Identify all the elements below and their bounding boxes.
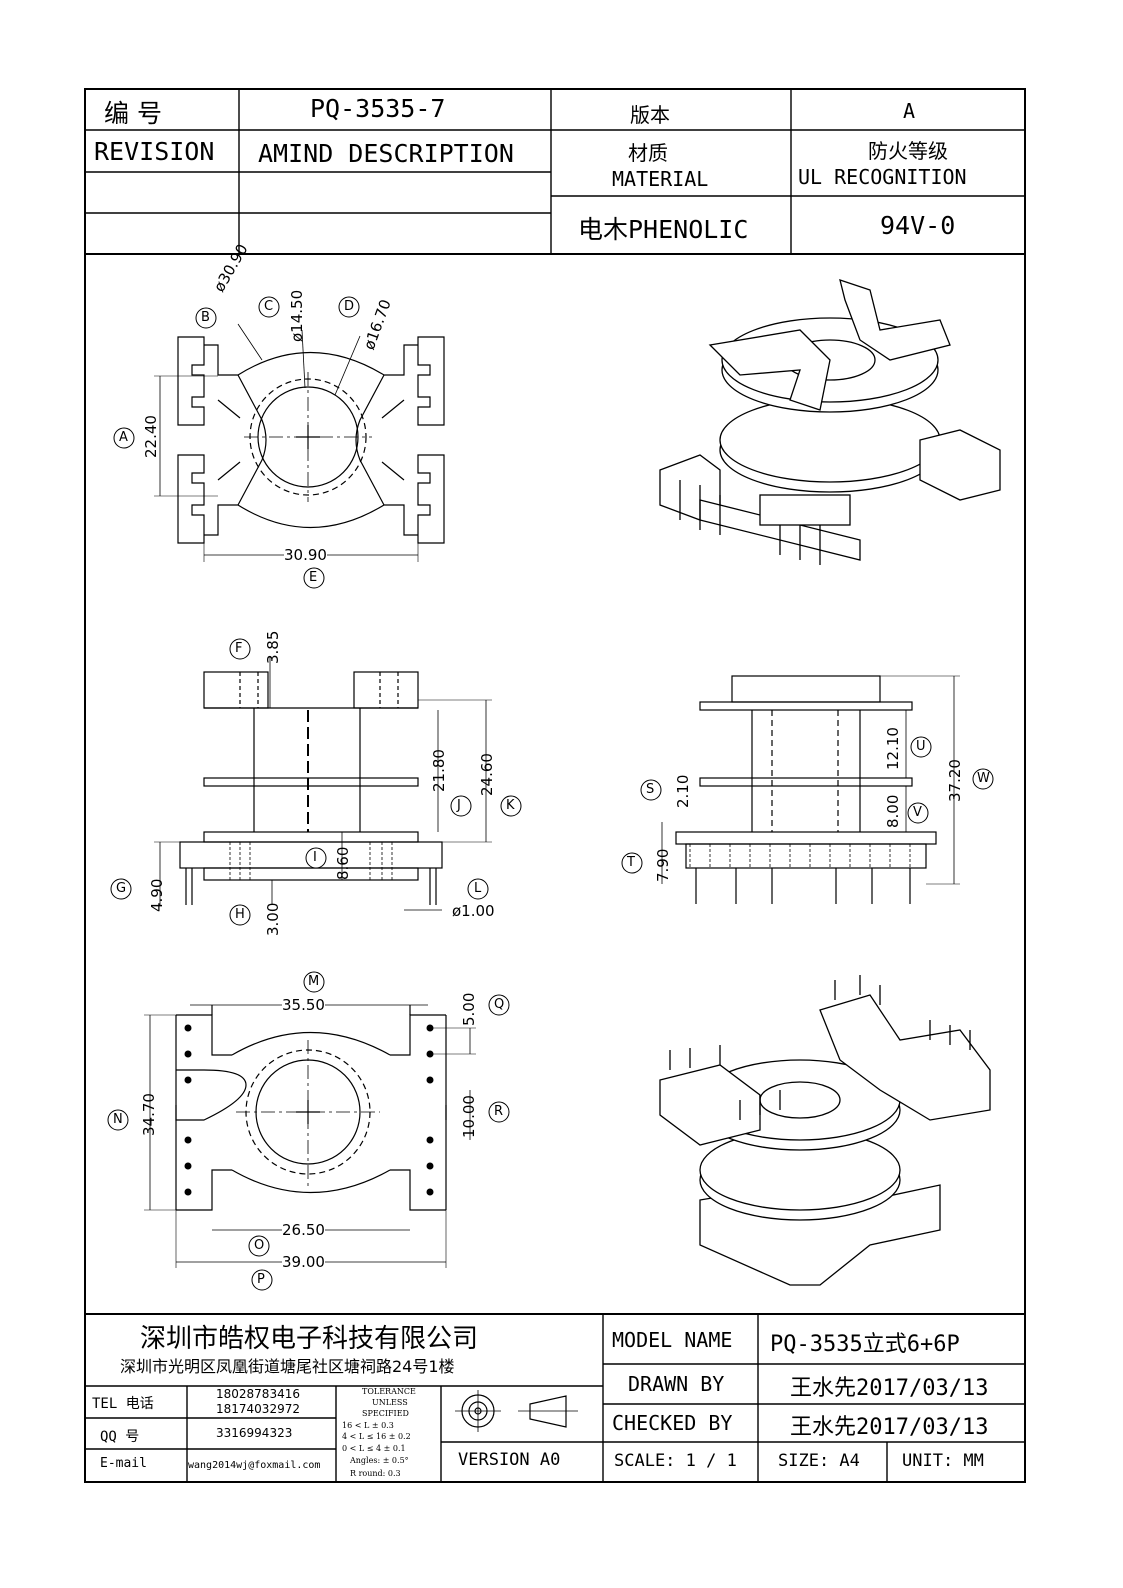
- tel-number-1: 18028783416: [216, 1387, 300, 1401]
- dim-inner-width-26-50: 26.50: [282, 1221, 325, 1239]
- material-label-en: MATERIAL: [612, 167, 709, 191]
- fire-rating-label-en: UL RECOGNITION: [798, 165, 967, 189]
- dim-top-flange-3-85: 3.85: [264, 630, 282, 664]
- material-value: 电木PHENOLIC: [578, 215, 749, 244]
- marker-w: W: [977, 771, 990, 786]
- tel-label: TEL 电话: [92, 1396, 154, 1412]
- dim-inner-21-80: 21.80: [430, 749, 448, 792]
- dim-base-8-60: 8.60: [334, 846, 352, 880]
- dim-height-22-40: 22.40: [142, 415, 160, 458]
- dim-width-30-90: 30.90: [284, 546, 327, 564]
- model-name-value: PQ-3535立式6+6P: [770, 1332, 960, 1357]
- dim-pitch-5-00: 5.00: [460, 992, 478, 1026]
- material-label-cn: 材质: [628, 141, 668, 165]
- marker-o: O: [254, 1238, 265, 1253]
- marker-c: C: [264, 299, 274, 314]
- drawing-frame: [84, 88, 1026, 1483]
- marker-n: N: [113, 1112, 123, 1127]
- marker-t: T: [627, 855, 635, 870]
- qq-label: QQ 号: [100, 1429, 140, 1445]
- version-value: A: [903, 99, 916, 123]
- dim-total-37-20: 37.20: [946, 759, 964, 802]
- dim-outer-width-39-00: 39.00: [282, 1253, 325, 1271]
- marker-i: I: [313, 850, 317, 865]
- checked-by-value: 王水先2017/03/13: [790, 1415, 989, 1440]
- marker-q: Q: [494, 997, 505, 1012]
- version-label: 版本: [630, 103, 670, 127]
- marker-k: K: [506, 798, 515, 813]
- dim-flange-2-10: 2.10: [674, 774, 692, 808]
- model-name-label: MODEL NAME: [612, 1328, 733, 1352]
- marker-a: A: [119, 430, 128, 445]
- qq-value: 3316994323: [216, 1426, 293, 1440]
- dim-gap-10-00: 10.00: [460, 1095, 478, 1138]
- revision-label: REVISION: [94, 137, 215, 166]
- unit-label: UNIT: MM: [902, 1451, 984, 1471]
- projection-symbol-icon: [455, 1390, 578, 1432]
- marker-f: F: [235, 641, 243, 656]
- side-view-drawing: [661, 675, 960, 904]
- tolerance-row-1: 16 < L ± 0.3: [342, 1421, 394, 1430]
- tel-number-2: 18174032972: [216, 1402, 300, 1416]
- top-view-drawing: [154, 323, 445, 562]
- drawn-by-value: 王水先2017/03/13: [790, 1376, 989, 1401]
- tolerance-round: R round: 0.3: [350, 1469, 401, 1478]
- checked-by-label: CHECKED BY: [612, 1411, 733, 1435]
- size-label: SIZE: A4: [778, 1451, 860, 1471]
- number-label: 编 号: [104, 99, 162, 128]
- isometric-view-top: [659, 279, 1001, 565]
- company-address: 深圳市光明区凤凰街道塘尾社区塘祠路24号1楼: [120, 1357, 455, 1376]
- part-number: PQ-3535-7: [310, 94, 446, 123]
- marker-p: P: [257, 1272, 265, 1287]
- marker-b: B: [201, 310, 210, 325]
- fire-rating-value: 94V-0: [880, 211, 956, 240]
- marker-e: E: [309, 570, 318, 585]
- tolerance-title: TOLERANCE: [362, 1387, 416, 1396]
- marker-j: J: [457, 798, 461, 813]
- tolerance-specified: SPECIFIED: [362, 1409, 409, 1418]
- tolerance-unless: UNLESS: [372, 1398, 408, 1407]
- marker-v: V: [913, 805, 922, 820]
- tolerance-row-3: 0 < L ≤ 4 ± 0.1: [342, 1444, 406, 1453]
- marker-l: L: [474, 881, 482, 896]
- version-code: VERSION A0: [458, 1450, 561, 1470]
- marker-g: G: [116, 881, 127, 896]
- dim-span-35-50: 35.50: [282, 996, 325, 1014]
- marker-u: U: [916, 739, 926, 754]
- dim-lower-8-00: 8.00: [884, 794, 902, 828]
- tolerance-row-2: 4 < L ≤ 16 ± 0.2: [342, 1432, 411, 1441]
- fire-rating-label-cn: 防火等级: [868, 139, 948, 163]
- marker-h: H: [235, 907, 245, 922]
- tolerance-angles: Angles: ± 0.5°: [350, 1456, 409, 1465]
- dim-pin-diameter: ø1.00: [452, 902, 495, 920]
- company-name: 深圳市皓权电子科技有限公司: [140, 1324, 479, 1354]
- email-label: E-mail: [100, 1456, 147, 1471]
- dim-pin-offset-4-90: 4.90: [148, 878, 166, 912]
- isometric-view-bottom: [659, 975, 991, 1286]
- dim-base-7-90: 7.90: [654, 848, 672, 882]
- dim-outer-24-60: 24.60: [478, 753, 496, 796]
- scale-label: SCALE: 1 / 1: [614, 1451, 737, 1471]
- marker-s: S: [646, 782, 655, 797]
- dim-upper-12-10: 12.10: [884, 727, 902, 770]
- dim-phi-14-50: ø14.50: [288, 289, 306, 342]
- email-value: wang2014wj@foxmail.com: [188, 1460, 321, 1471]
- front-view-drawing: [154, 656, 492, 911]
- dimension-markers: [107, 296, 994, 1291]
- amend-description-label: AMIND DESCRIPTION: [258, 139, 514, 168]
- marker-r: R: [494, 1104, 504, 1119]
- marker-m: M: [308, 974, 320, 989]
- marker-d: D: [344, 299, 355, 314]
- dim-pin-length-3-00: 3.00: [264, 902, 282, 936]
- dim-height-34-70: 34.70: [140, 1093, 158, 1136]
- drawn-by-label: DRAWN BY: [628, 1372, 725, 1396]
